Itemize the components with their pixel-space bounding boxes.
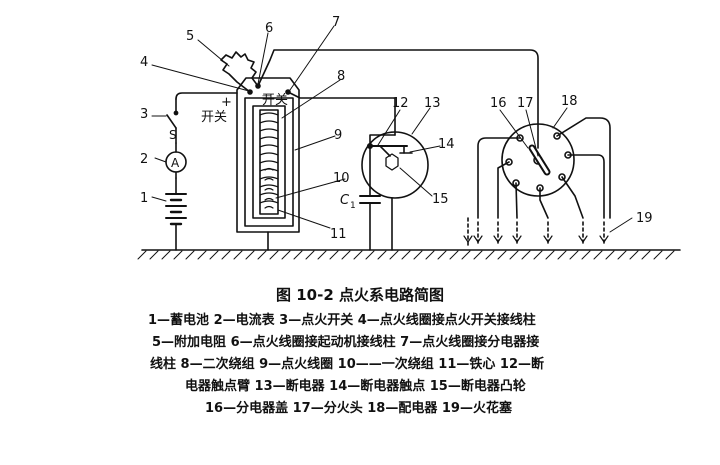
plus-sign: + (221, 95, 232, 110)
label-11: 11 (330, 227, 347, 242)
ignition-coil (236, 77, 300, 233)
label-3: 3 (140, 107, 148, 122)
ammeter-letter: A (171, 156, 180, 170)
label-14: 14 (438, 137, 455, 152)
leader-lines (151, 25, 633, 233)
figure-caption: 图 10-2 点火系电路简图 (276, 286, 444, 304)
label-16: 16 (490, 96, 507, 111)
legend-line-2: 5—附加电阻 6—点火线圈接起动机接线柱 7—点火线圈接分电器接 (152, 335, 540, 350)
ignition-circuit-diagram: 1 2 3 4 5 6 7 8 9 10 11 12 13 14 15 16 1… (137, 15, 681, 260)
label-5: 5 (186, 29, 194, 44)
diagram-text: 开关 开关 + — S A C 1 (169, 91, 356, 211)
label-18: 18 (561, 94, 578, 109)
label-9: 9 (334, 128, 342, 143)
label-17: 17 (517, 96, 534, 111)
ignition-switch (166, 92, 238, 144)
switch-label-left: 开关 (201, 110, 227, 125)
legend-line-1: 1—蓄电池 2—电流表 3—点火开关 4—点火线圈接点火开关接线柱 (148, 313, 536, 328)
breaker (361, 131, 429, 251)
ballast-resistor (220, 51, 259, 93)
label-15: 15 (432, 192, 449, 207)
battery (165, 177, 187, 251)
switch-letter: S (169, 128, 177, 142)
switch-label-right: 开关 (262, 93, 288, 108)
capacitor (359, 134, 396, 251)
legend-line-3: 线柱 8—二次绕组 9—点火线圈 10——一次绕组 11—铁心 12—断 (150, 357, 544, 372)
capacitor-subscript: 1 (350, 201, 356, 211)
label-4: 4 (140, 55, 148, 70)
legend-line-5: 16—分电器盖 17—分火头 18—配电器 19—火花塞 (205, 401, 512, 416)
component-numbers: 1 2 3 4 5 6 7 8 9 10 11 12 13 14 15 16 1… (140, 15, 653, 242)
legend-line-4: 电器触点臂 13—断电器 14—断电器触点 15—断电器凸轮 (185, 379, 526, 394)
label-2: 2 (140, 152, 148, 167)
distributor (501, 123, 575, 197)
label-1: 1 (140, 191, 148, 206)
label-12: 12 (392, 96, 409, 111)
label-7: 7 (332, 15, 340, 30)
capacitor-label: C (340, 193, 350, 208)
label-8: 8 (337, 69, 345, 84)
label-13: 13 (424, 96, 441, 111)
high-tension-wire (257, 49, 539, 149)
spark-plug-wires (463, 117, 611, 247)
ground-line (137, 249, 681, 260)
label-10: 10 (333, 171, 350, 186)
breaker-wire (287, 91, 396, 136)
label-6: 6 (265, 21, 273, 36)
minus-sign: — (262, 91, 271, 101)
label-19: 19 (636, 211, 653, 226)
